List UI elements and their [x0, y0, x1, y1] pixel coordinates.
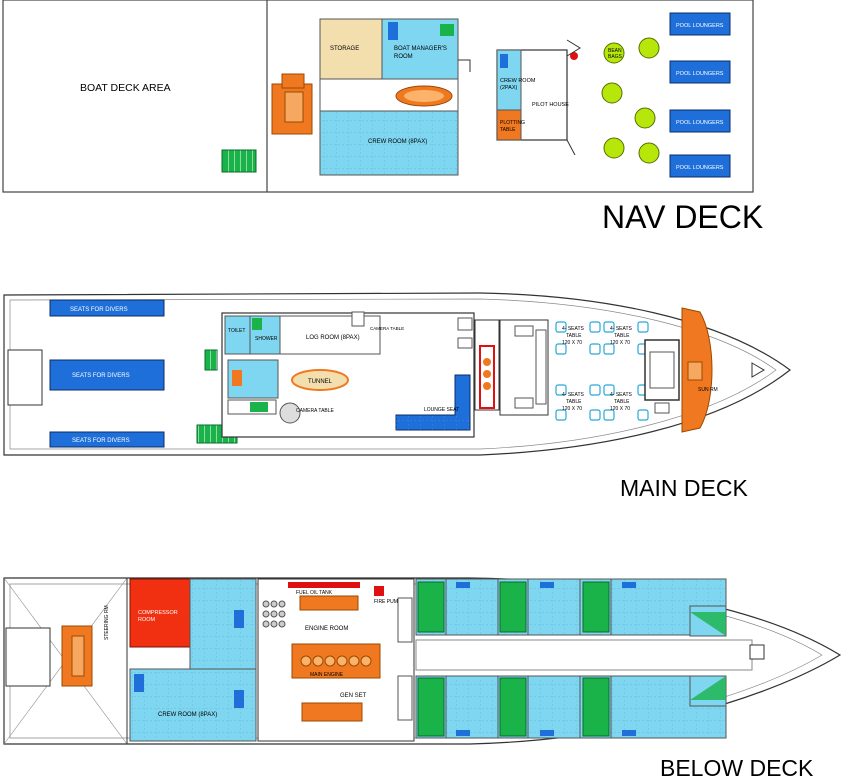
compressor-label-2: ROOM [138, 617, 156, 623]
nav-deck-title: NAV DECK [602, 199, 763, 235]
storage-label: STORAGE [330, 46, 359, 52]
nav-crew-room-label: CREW ROOM (8PAX) [368, 139, 427, 145]
boat-manager-label-1: BOAT MANAGER'S [394, 46, 447, 52]
diver-seats-top-label: SEATS FOR DIVERS [70, 307, 128, 313]
toilet-2-label: SHOWER [255, 336, 278, 342]
nav-crew-small-label-2: (2PAX) [500, 85, 517, 91]
table-3-label-1: 4- SEATS [562, 392, 585, 398]
lounge-seat-label: LOUNGE SEAT [424, 407, 459, 413]
main-deck-title: MAIN DECK [620, 475, 748, 501]
nav-deck: BOAT DECK AREA STORAGE BOAT MANAGER'S RO… [2, 0, 763, 235]
table-1-label-3: 120 X 70 [562, 340, 582, 346]
filters [262, 600, 286, 628]
boat-deck-area-label: BOAT DECK AREA [80, 82, 171, 94]
boat-manager-label-2: ROOM [394, 54, 413, 60]
fire-pump-label: FIRE PUMP [374, 599, 402, 605]
diver-seats-middle [49, 359, 165, 391]
plotting-label-1: PLOTTING [500, 120, 525, 126]
toilet-1 [224, 315, 251, 355]
table-4-label-2: TABLE [614, 399, 630, 405]
diver-seats-bottom-label: SEATS FOR DIVERS [72, 438, 130, 444]
camera-table-label-2: CAMERA TABLE [370, 326, 404, 331]
table-1-label-1: 4- SEATS [562, 326, 585, 332]
table-3-label-3: 120 X 70 [562, 406, 582, 412]
table-3-label-2: TABLE [566, 399, 582, 405]
pilot-house-label: PILOT HOUSE [532, 102, 569, 108]
table-4-label-3: 120 X 70 [610, 406, 630, 412]
nav-light [570, 52, 578, 60]
pool-lounger-label-2: POOL LOUNGERS [676, 71, 724, 77]
compressor-room [129, 578, 191, 648]
table-4-label-1: 4- SEATS [610, 392, 633, 398]
nav-crew-small-label-1: CREW ROOM [500, 78, 536, 84]
pool-lounger-label-1: POOL LOUNGERS [676, 23, 724, 29]
sun-room-label: SUN RM [698, 387, 718, 393]
steering-rm-label: STEERING RM [104, 605, 110, 640]
pool-lounger-label-4: POOL LOUNGERS [676, 165, 724, 171]
main-engine-label: MAIN ENGINE [310, 672, 344, 678]
compressor-label-1: COMPRESSOR [138, 610, 178, 616]
diver-seats-middle-label: SEATS FOR DIVERS [72, 373, 130, 379]
table-2-label-2: TABLE [614, 333, 630, 339]
diver-seats-bottom [49, 431, 165, 448]
nav-stairs [221, 149, 257, 173]
main-deck: SEATS FOR DIVERS SEATS FOR DIVERS SEATS … [3, 292, 791, 501]
engine-room-label: ENGINE ROOM [305, 626, 348, 632]
fuel-oil-tank-label: FUEL OIL TANK [296, 590, 333, 596]
toilet-1-label: TOILET [228, 328, 245, 334]
diver-seats-top [49, 299, 165, 317]
camera-table-label: CAMERA TABLE [296, 408, 335, 414]
below-deck-title: BELOW DECK [660, 755, 814, 778]
below-deck: STEERING RM COMPRESSOR ROOM CREW ROOM (8… [3, 577, 842, 778]
below-crew-room-label: CREW ROOM (8PAX) [158, 712, 217, 718]
gen-set [301, 702, 363, 722]
gen-set-label: GEN SET [340, 693, 367, 699]
below-corridor [415, 639, 753, 671]
cabins [415, 578, 727, 739]
pool-lounger-label-3: POOL LOUNGERS [676, 120, 724, 126]
table-2-label-1: 4- SEATS [610, 326, 633, 332]
table-1-label-2: TABLE [566, 333, 582, 339]
dining-tables: 4- SEATS TABLE 120 X 70 4- SEATS TABLE 1… [555, 321, 649, 421]
svg-text:BAGS: BAGS [608, 54, 623, 60]
pool-loungers: POOL LOUNGERS POOL LOUNGERS POOL LOUNGER… [669, 12, 731, 178]
svg-text:BEAN: BEAN [608, 48, 622, 54]
plotting-label-2: TABLE [500, 127, 516, 133]
tunnel [291, 369, 349, 391]
plotting-table [496, 109, 522, 141]
fuel-tank-bar [288, 582, 360, 588]
table-2-label-3: 120 X 70 [610, 340, 630, 346]
log-room-label: LOG ROOM (8PAX) [306, 335, 360, 341]
tunnel-label: TUNNEL [308, 379, 333, 385]
